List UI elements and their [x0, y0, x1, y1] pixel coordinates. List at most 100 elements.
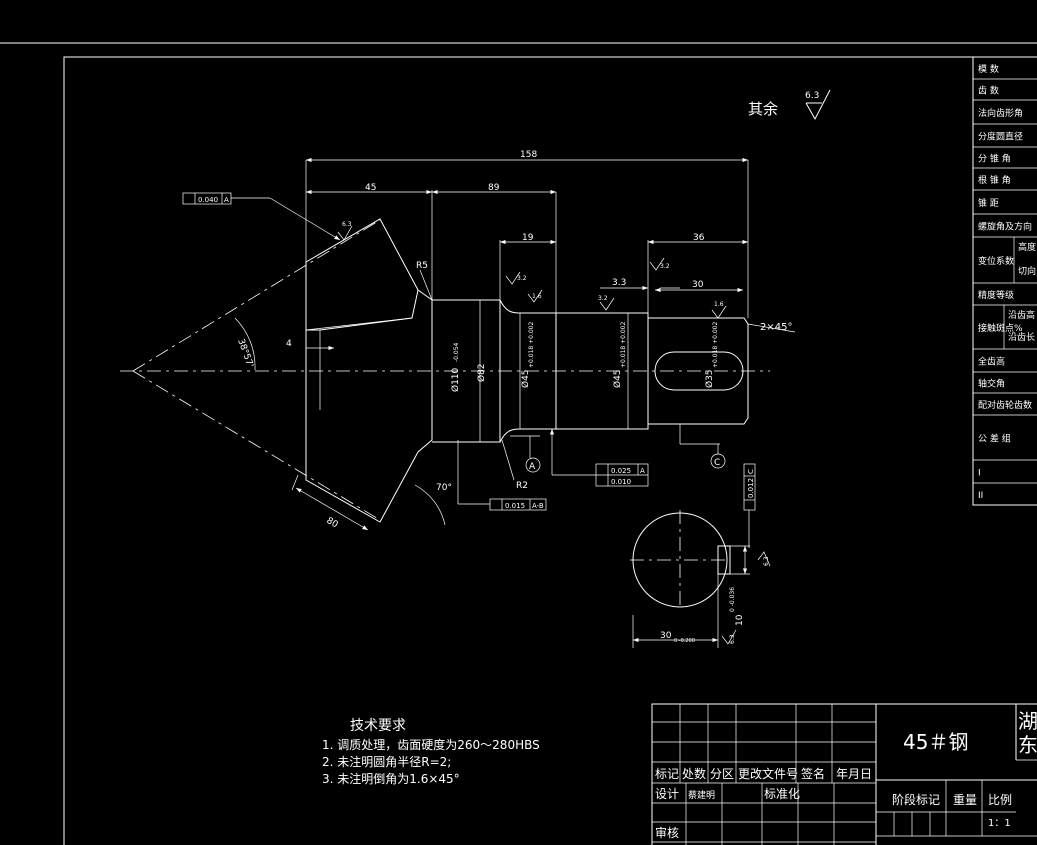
param-row-label: 精度等级	[978, 289, 1014, 301]
svg-text:0.025: 0.025	[611, 467, 631, 475]
dim-89: 89	[488, 183, 500, 193]
roughness-symbols: 6.3 3.2 1.6 3.2 3.2 1.6	[337, 221, 727, 319]
param-row-label: 公 差 组	[978, 433, 1011, 445]
angle-arc-small	[234, 317, 256, 371]
dia82-label: Ø82	[476, 363, 487, 382]
r5-label: R5	[416, 261, 428, 271]
datum-a: A	[510, 435, 541, 473]
svg-text:0.010: 0.010	[611, 478, 631, 486]
svg-text:阶段标记: 阶段标记	[892, 792, 940, 807]
svg-text:处数: 处数	[682, 766, 706, 781]
company-partial-2: 东	[1018, 733, 1037, 757]
svg-text:30: 30	[660, 631, 672, 641]
keyway-slot	[654, 351, 744, 391]
svg-text:0.040: 0.040	[198, 196, 218, 204]
svg-text:A: A	[529, 462, 536, 472]
dim-45-89: 45 89	[306, 183, 557, 313]
dia35-label: Ø35	[704, 369, 715, 388]
chamfer-label: 2×45°	[760, 322, 792, 333]
r2-leader	[501, 439, 515, 481]
dim-19-label: 19	[522, 233, 534, 243]
dia110-label: Ø110	[450, 367, 461, 392]
dim-30: 30	[655, 280, 743, 293]
inner-line-b	[305, 317, 413, 331]
requirement-1: 1. 调质处理，齿面硬度为260～280HBS	[322, 737, 540, 752]
r2-label: R2	[516, 481, 528, 491]
datum-c: C	[679, 424, 726, 469]
dia35-tol: +0.018 +0.002	[712, 322, 719, 368]
dim-overall: 158	[305, 150, 749, 318]
svg-text:重量: 重量	[953, 793, 977, 807]
param-row-label: 分度圆直径	[978, 131, 1023, 143]
param-sub-along_length: 沿齿长	[1008, 331, 1035, 343]
param-row-label: II	[978, 491, 983, 501]
svg-text:1.6: 1.6	[714, 301, 724, 308]
svg-text:3.2: 3.2	[517, 275, 527, 282]
svg-text:分区: 分区	[710, 767, 734, 781]
dim-158: 158	[520, 150, 537, 160]
svg-text:A-B: A-B	[532, 502, 544, 510]
dia45b-tol: +0.018 +0.002	[620, 322, 627, 368]
keyway-section: 6.3 30 0 -0.200 10 0 -0.036 6.3	[630, 510, 771, 648]
pitch-cone-lower	[132, 370, 381, 521]
param-row-label: 轴交角	[978, 378, 1005, 390]
requirement-2: 2. 未注明圆角半径R=2;	[322, 754, 451, 769]
r5-leader	[419, 269, 433, 301]
param-row-label: 螺旋角及方向	[978, 221, 1032, 233]
dim-3-3-label: 3.3	[612, 278, 626, 288]
svg-text:标准化: 标准化	[764, 787, 800, 801]
dim-30-label: 30	[692, 280, 704, 290]
param-row-label: 配对齿轮齿数	[978, 399, 1032, 411]
material-label: 45＃钢	[903, 730, 968, 754]
svg-text:1：1: 1：1	[988, 818, 1011, 829]
tol-runout-bottom: 0.015 A-B	[457, 440, 547, 511]
param-sub-tangential: 切向	[1018, 265, 1036, 277]
param-sub-height: 高度	[1018, 241, 1036, 253]
dia45a-tol: +0.018 +0.002	[528, 322, 535, 368]
svg-text:设计: 设计	[655, 787, 679, 801]
param-row-label: 接触斑点%	[978, 322, 1023, 334]
company-partial-1: 湖	[1018, 709, 1037, 733]
pitch-cone-upper	[132, 219, 381, 372]
svg-text:更改文件号: 更改文件号	[738, 766, 798, 781]
svg-text:审核: 审核	[655, 825, 679, 840]
roughness-prefix: 其余	[748, 100, 778, 118]
angle-small-label: 38°57'	[235, 338, 255, 370]
svg-text:C: C	[747, 469, 755, 474]
svg-text:6.3: 6.3	[342, 221, 352, 228]
svg-text:0 -0.200: 0 -0.200	[674, 638, 695, 644]
roughness-value: 6.3	[805, 91, 819, 101]
svg-text:0 -0.036: 0 -0.036	[729, 587, 736, 612]
tol-runout-top: 0.040 A	[182, 192, 341, 241]
dim-3-3: 3.3	[600, 278, 680, 291]
dim-4-label: 4	[286, 339, 292, 349]
requirements-title: 技术要求	[350, 718, 406, 734]
dim-36-label: 36	[693, 233, 705, 243]
drawing-frame	[63, 56, 1037, 845]
dim-4: 4	[286, 339, 334, 351]
param-sub-along_height: 沿齿高	[1008, 309, 1035, 321]
svg-text:蔡建明: 蔡建明	[688, 789, 715, 801]
svg-text:3.2: 3.2	[598, 295, 608, 302]
svg-text:0.015: 0.015	[505, 502, 525, 510]
param-row-label: 分 锥 角	[978, 153, 1011, 165]
angle-back-label: 70°	[436, 483, 452, 493]
dim-19: 19	[499, 233, 556, 300]
dia45b-label: Ø45	[612, 369, 623, 388]
svg-text:10: 10	[735, 614, 745, 626]
svg-text:6.3: 6.3	[729, 634, 736, 644]
svg-text:1.6: 1.6	[532, 293, 542, 300]
dia45a-label: Ø45	[520, 369, 531, 388]
param-row-label: I	[978, 469, 981, 479]
svg-text:3.2: 3.2	[660, 263, 670, 270]
svg-text:A: A	[640, 467, 645, 475]
chamfer-leader	[747, 323, 796, 333]
param-row-label: 法向齿形角	[978, 107, 1023, 119]
param-row-label: 变位系数	[978, 255, 1014, 267]
svg-text:6.3: 6.3	[763, 556, 770, 566]
svg-text:A: A	[224, 196, 229, 204]
technical-requirements: 技术要求 1. 调质处理，齿面硬度为260～280HBS 2. 未注明圆角半径R…	[322, 718, 540, 786]
param-row-label: 模 数	[978, 63, 999, 75]
part-outline	[305, 262, 749, 523]
